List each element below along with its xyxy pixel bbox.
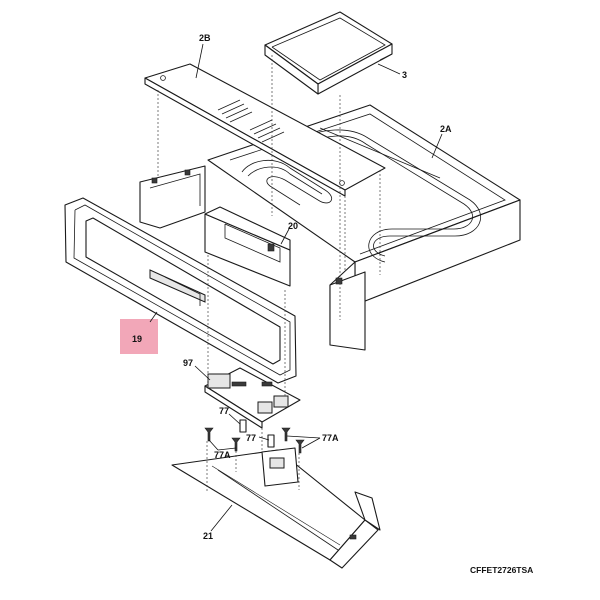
callout-19: 19 [132, 334, 142, 344]
callout-3: 3 [402, 70, 407, 80]
callout-77-left: 77 [219, 406, 229, 416]
hardware-spacers-screws [204, 419, 305, 454]
part-19-control-panel [64, 197, 297, 384]
part-97-control-board [204, 367, 301, 429]
callout-2a: 2A [440, 124, 452, 134]
callout-21: 21 [203, 531, 213, 541]
callout-77-center: 77 [246, 433, 256, 443]
leader-lines [149, 43, 443, 532]
part-20-board-bracket [204, 206, 291, 287]
callout-77a-left: 77A [214, 450, 231, 460]
left-side-bracket [139, 165, 206, 229]
callout-77a-right: 77A [322, 433, 339, 443]
part-21-mounting-plate [171, 447, 381, 569]
alignment-lines [157, 55, 381, 492]
callout-97: 97 [183, 358, 193, 368]
part-3-cover-plate [264, 11, 393, 95]
drawing-code: CFFET2726TSA [470, 565, 533, 575]
highlight-box-19 [120, 319, 158, 354]
callout-labels: 2B 3 2A 20 19 97 77 77 77A 77A 21 CFFET2… [132, 33, 533, 575]
callout-2b: 2B [199, 33, 211, 43]
callout-20: 20 [288, 221, 298, 231]
